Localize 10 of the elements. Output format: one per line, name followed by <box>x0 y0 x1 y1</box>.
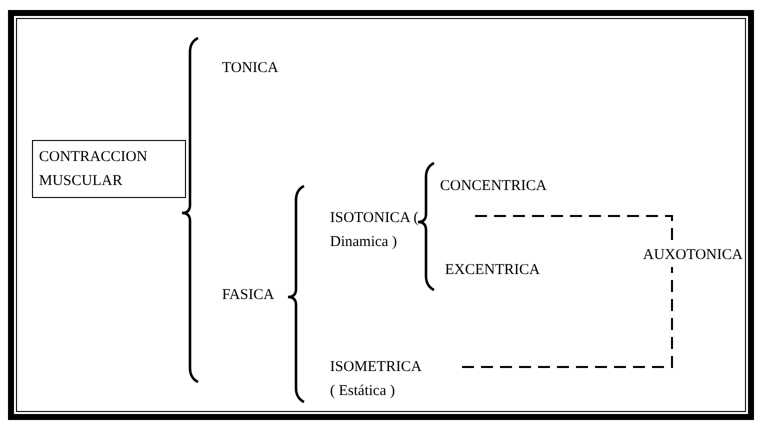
category-label: CONCENTRICA <box>440 177 547 196</box>
dashed-line <box>462 267 673 368</box>
dashed-line <box>475 215 673 243</box>
category-label: ISOMETRICA ( Estática ) <box>330 355 422 403</box>
category-label: EXCENTRICA <box>445 261 540 280</box>
category-label: ISOTONICA ( Dinamica ) <box>330 209 420 252</box>
category-label: AUXOTONICA <box>643 243 743 267</box>
category-label: FASICA <box>222 286 274 305</box>
category-label: TONICA <box>222 59 278 78</box>
category-box: CONTRACCION MUSCULAR <box>32 140 186 198</box>
